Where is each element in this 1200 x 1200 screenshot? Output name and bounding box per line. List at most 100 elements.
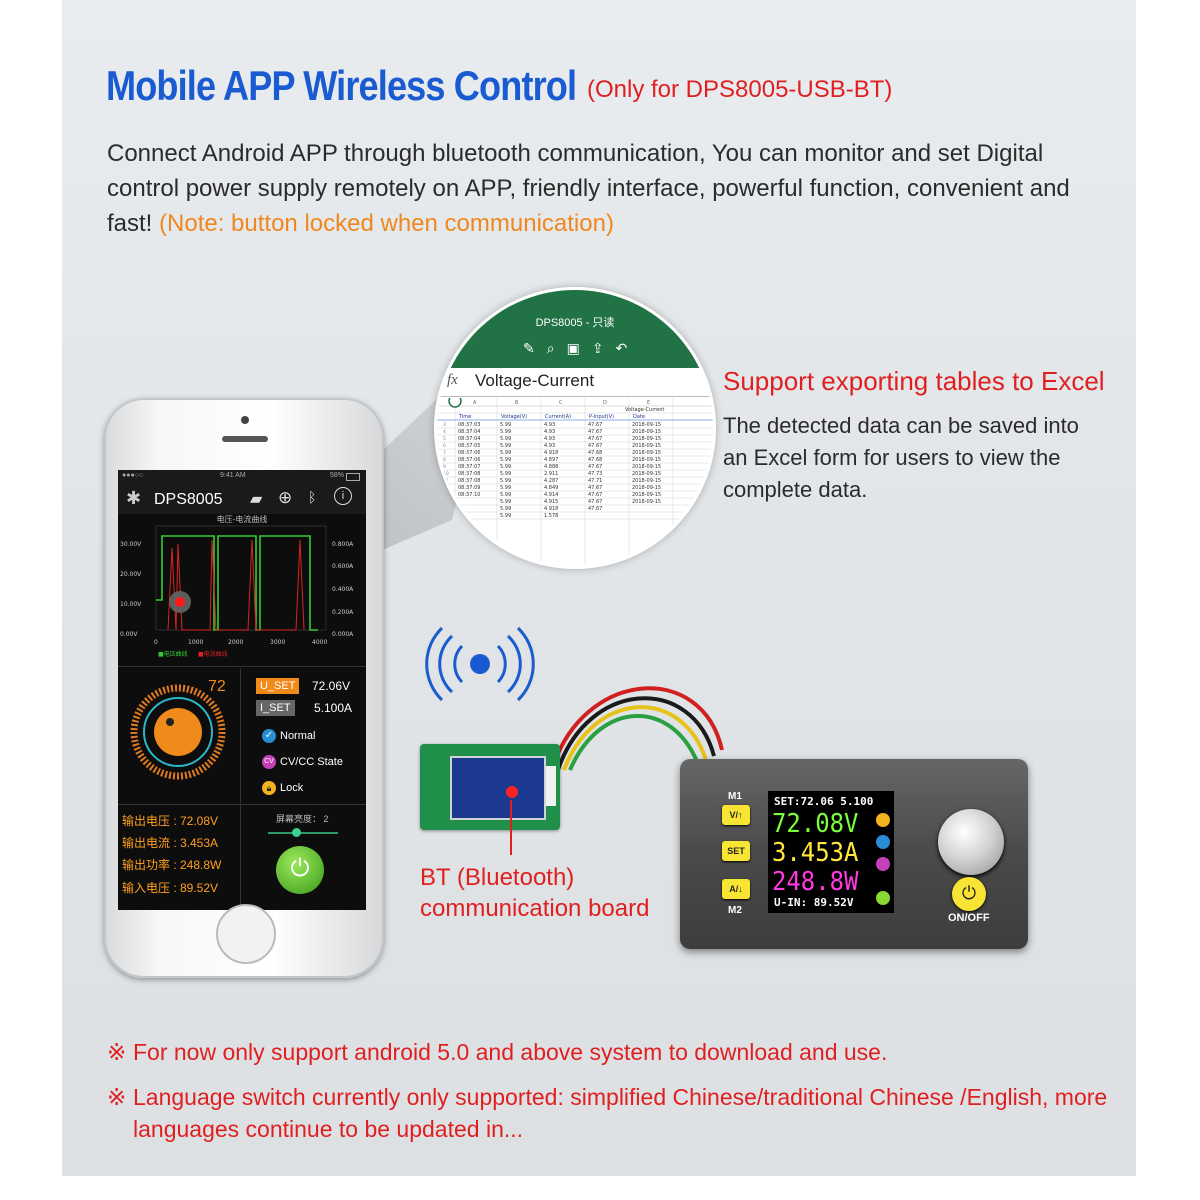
cell-value: 5.99: [500, 513, 511, 519]
cell-value: 2018-09-15: [632, 443, 661, 449]
i-set-label[interactable]: I_SET: [256, 700, 295, 716]
lock-status-icon: [876, 813, 890, 827]
column-letter: D: [603, 400, 607, 406]
cv-icon: CV: [262, 755, 276, 769]
carrier-signal: ●●●○○: [122, 472, 144, 479]
selection-handle[interactable]: [448, 398, 462, 408]
bt-label: BT (Bluetooth) communication board: [420, 862, 649, 924]
legend-voltage: ■电压曲线: [158, 650, 188, 658]
i-set-value[interactable]: 5.100A: [314, 701, 353, 715]
power-button[interactable]: ⏻: [276, 846, 324, 894]
cell-value: 4.93: [544, 429, 555, 435]
input-voltage: 输入电压 : 89.52V: [122, 881, 219, 895]
u-set-value[interactable]: 72.06V: [312, 679, 351, 693]
x-tick: 1000: [188, 639, 203, 646]
cell-value: 47.67: [588, 492, 602, 498]
row-number: 13: [443, 492, 449, 498]
cell-value: 08:37:06: [458, 457, 480, 463]
cell-value: 5.99: [500, 429, 511, 435]
footnote-text: Language switch currently only supported…: [133, 1084, 1108, 1142]
y-right-tick: 0.400A: [332, 586, 354, 593]
home-button[interactable]: [216, 904, 276, 964]
footnote-mark: ※: [107, 1084, 127, 1110]
cell-value: 08:37:05: [458, 443, 480, 449]
column-header: Voltage(V): [501, 414, 527, 420]
connection-wires: [550, 686, 724, 771]
cv-status-icon: [876, 857, 890, 871]
fx-icon: fx: [447, 372, 458, 388]
output-power: 输出功率 : 248.8W: [122, 858, 222, 872]
cell-value: 47.67: [588, 506, 602, 512]
draw-icon[interactable]: ✎: [523, 340, 547, 356]
status-bar: ●●●○○ 9:41 AM 58%: [118, 470, 366, 484]
info-icon[interactable]: i: [334, 487, 352, 505]
folder-icon[interactable]: ▰: [250, 491, 263, 508]
cell-value: 2018-09-15: [632, 457, 661, 463]
cell-value: 2018-09-15: [632, 492, 661, 498]
cell-value: 47.67: [588, 443, 602, 449]
row-number: 5: [443, 436, 446, 442]
brightness-thumb[interactable]: [292, 828, 301, 837]
search-icon[interactable]: ⌕: [546, 340, 567, 356]
cell-value: 5.99: [500, 492, 511, 498]
cell-value: 4.915: [544, 499, 558, 505]
cell-value: 2018-09-15: [632, 464, 661, 470]
dial-knob[interactable]: [154, 708, 202, 756]
ok-status-icon: [876, 835, 890, 849]
share-icon[interactable]: ⇪: [591, 340, 616, 356]
save-icon[interactable]: ▣: [566, 340, 592, 356]
bluetooth-icon[interactable]: ᛒ: [308, 489, 317, 505]
cell-value: 08:37:10: [458, 492, 480, 498]
footnote-text: For now only support android 5.0 and abo…: [133, 1039, 888, 1065]
current-down-button[interactable]: A/↓: [722, 879, 750, 899]
set-button[interactable]: SET: [722, 841, 750, 861]
row-number: 7: [443, 450, 446, 456]
bt-label-line1: BT (Bluetooth): [420, 864, 575, 891]
row-number: 6: [443, 443, 446, 449]
x-tick: 4000: [312, 639, 327, 646]
cell-value: 47.67: [588, 429, 602, 435]
battery-level: 58%: [329, 472, 344, 479]
app-name: DPS8005: [154, 491, 223, 508]
onoff-button[interactable]: ⏻: [952, 877, 986, 911]
cell-value: 47.71: [588, 478, 602, 484]
cell-value: 08:37:06: [458, 450, 480, 456]
row-number: 9: [443, 464, 446, 470]
cell-value: 5.99: [500, 422, 511, 428]
footnote-language: ※ Language switch currently only support…: [107, 1081, 1117, 1145]
voltage-dial[interactable]: [126, 676, 246, 786]
intro-note: (Note: button locked when communication): [159, 210, 614, 237]
voltage-current-chart: 30.00V 20.00V 10.00V 0.00V 0.800A 0.600A…: [120, 525, 354, 658]
divider: [240, 668, 241, 910]
cell-value: 4.918: [544, 450, 558, 456]
row-number: 16: [443, 513, 449, 519]
output-current: 输出电流 : 3.453A: [122, 836, 219, 850]
cell-value: 4.914: [544, 492, 558, 498]
undo-icon[interactable]: ↶: [615, 340, 640, 356]
power-display: 248.8W: [772, 867, 859, 897]
voltage-curve: [156, 535, 318, 631]
m2-label: M2: [728, 905, 742, 916]
y-left-tick: 30.00V: [120, 541, 142, 548]
lock-icon[interactable]: 🔒︎: [262, 781, 276, 795]
cell-value: 08:37:08: [458, 478, 480, 484]
legend-current: ■电流曲线: [198, 650, 228, 658]
excel-heading: Support exporting tables to Excel: [723, 366, 1105, 396]
cell-value: 47.67: [588, 422, 602, 428]
adjust-knob[interactable]: [938, 809, 1004, 875]
phone-screen: ●●●○○ 9:41 AM 58% ✱ DPS8005 ▰ ⊕ ᛒ i 电压-电…: [118, 470, 366, 910]
cell-value: 2018-09-15: [632, 485, 661, 491]
formula-bar[interactable]: fx Voltage-Current: [437, 368, 713, 397]
voltage-up-button[interactable]: V/↑: [722, 805, 750, 825]
cell-value: 08:37:04: [458, 429, 480, 435]
globe-icon[interactable]: ⊕: [278, 488, 293, 507]
state-cvcc: CV/CC State: [280, 756, 343, 768]
column-header: Date: [633, 414, 645, 420]
cell-value: 08:37:04: [458, 436, 480, 442]
chart-cursor-dot: [175, 597, 185, 607]
excel-description: The detected data can be saved into an E…: [723, 413, 1079, 502]
u-set-label[interactable]: U_SET: [256, 678, 300, 694]
brightness-slider[interactable]: [268, 832, 338, 834]
cell-value: 47.67: [588, 485, 602, 491]
